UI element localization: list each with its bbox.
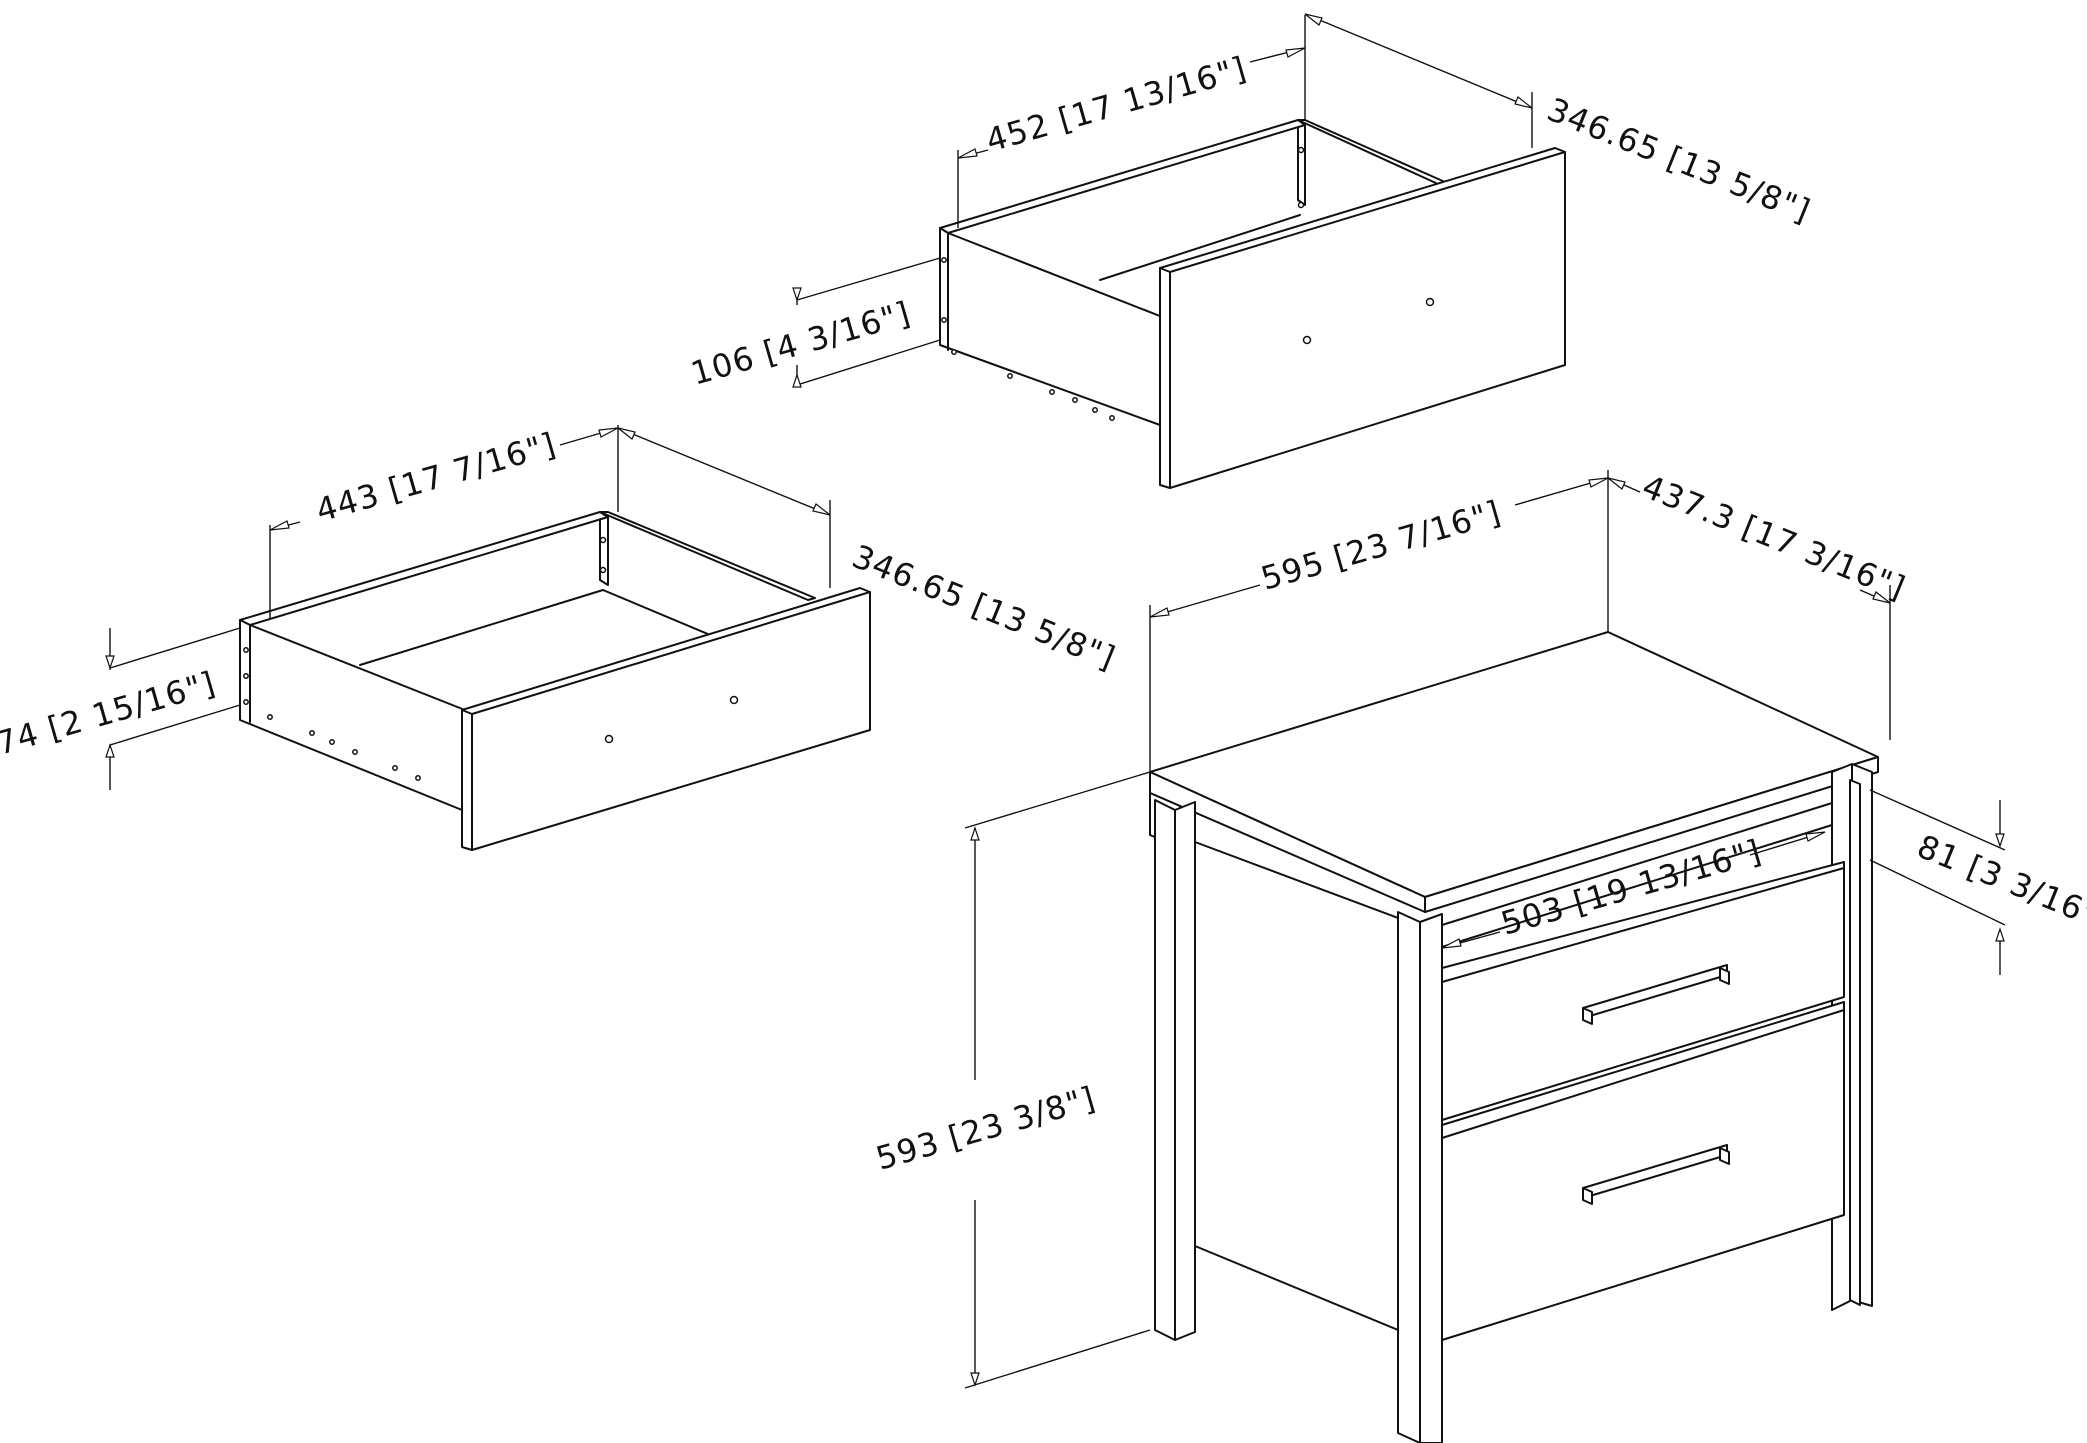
small-drawer [239,511,871,851]
dim-top-drawer-height: 106 [4 3/16"] [687,294,915,393]
dim-small-drawer-width: 443 [17 7/16"] [312,425,561,530]
dim-table-height: 593 [23 3/8"] [872,1079,1100,1178]
dim-table-depth: 437.3 [17 3/16"] [1637,467,1911,607]
dim-small-drawer-depth: 346.65 [13 5/8"] [847,537,1121,677]
nightstand [1149,631,1879,1443]
dimension-lines [105,13,2006,1389]
top-drawer [939,119,1566,489]
dim-top-drawer-width: 452 [17 13/16"] [982,49,1251,160]
dim-top-drawer-depth: 346.65 [13 5/8"] [1542,90,1816,230]
upper-handle [1582,964,1730,1025]
dim-table-width: 595 [23 7/16"] [1257,493,1506,598]
lower-handle [1582,1144,1730,1205]
